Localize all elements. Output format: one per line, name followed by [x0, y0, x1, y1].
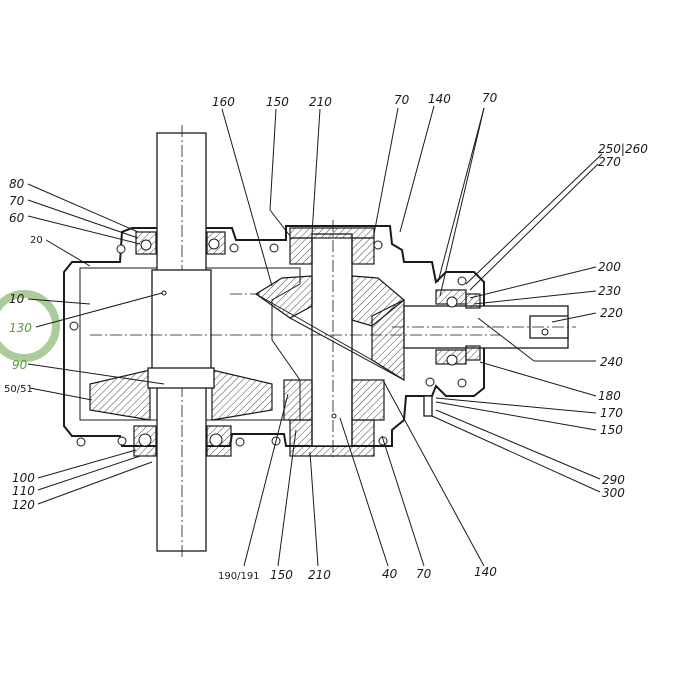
label-70-left: 70: [9, 194, 25, 208]
label-210-top: 210: [309, 95, 332, 109]
label-100: 100: [12, 471, 35, 485]
label-40: 40: [382, 567, 398, 581]
label-250-260: 250|260: [598, 142, 648, 156]
vertical-shaft: [151, 125, 212, 560]
label-120: 120: [12, 498, 35, 512]
label-140-top: 140: [428, 92, 451, 106]
label-60: 60: [9, 211, 25, 225]
label-50-51: 50/51: [4, 384, 33, 395]
vertical-shaft-bearings: [133, 231, 232, 457]
label-270: 270: [598, 155, 621, 169]
label-300: 300: [602, 486, 625, 500]
label-150-top: 150: [266, 95, 289, 109]
bevel-gears: [254, 275, 405, 382]
label-170: 170: [600, 406, 623, 420]
leader-lines: [27, 105, 603, 567]
label-20: 20: [30, 235, 43, 246]
label-70-top-a: 70: [394, 93, 410, 107]
bevel-gear-shaft: [283, 220, 385, 460]
label-290: 290: [602, 473, 625, 487]
output-shaft: [392, 289, 576, 417]
label-90: 90: [12, 358, 28, 372]
highlight-ring: [0, 290, 60, 362]
label-140-bottom: 140: [474, 565, 497, 579]
label-10: 10: [9, 292, 25, 306]
label-230: 230: [598, 284, 621, 298]
label-130: 130: [9, 321, 32, 335]
label-240: 240: [600, 355, 623, 369]
label-150-right: 150: [600, 423, 623, 437]
label-210-bottom: 210: [308, 568, 331, 582]
label-150-bottom: 150: [270, 568, 293, 582]
label-160: 160: [212, 95, 235, 109]
callout-labels: 160 150 210 70 140 70 250|260 270 80 70 …: [4, 91, 648, 582]
label-200: 200: [598, 260, 621, 274]
label-180: 180: [598, 389, 621, 403]
label-190-191: 190/191: [218, 571, 260, 582]
label-80: 80: [9, 177, 25, 191]
label-70-top-b: 70: [482, 91, 498, 105]
label-70-bottom: 70: [416, 567, 432, 581]
label-220: 220: [600, 306, 623, 320]
lower-spur-gear: [89, 367, 273, 421]
label-110: 110: [12, 484, 35, 498]
